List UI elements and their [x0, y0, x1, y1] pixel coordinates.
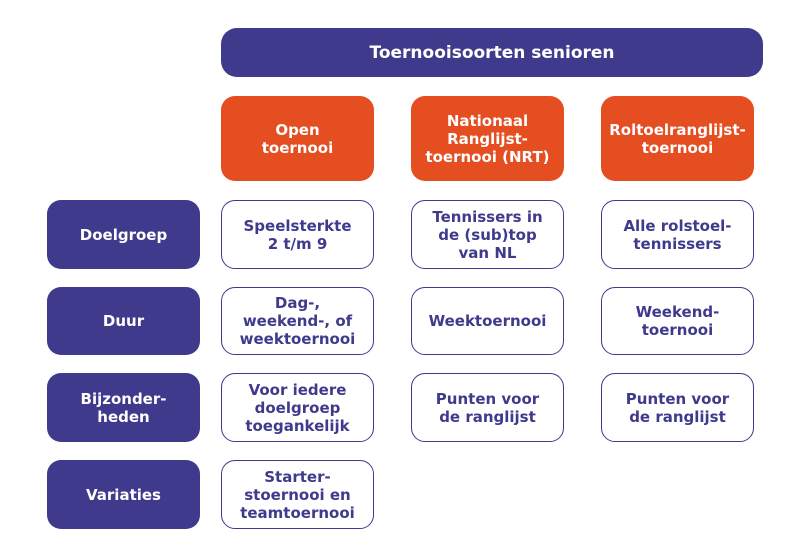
cell: Voor iedere doelgroep toegankelijk: [221, 373, 374, 442]
cell: Alle rolstoel- tennissers: [601, 200, 754, 269]
column-header-open-toernooi: Open toernooi: [221, 96, 374, 181]
cell: Punten voor de ranglijst: [411, 373, 564, 442]
row-label-variaties: Variaties: [47, 460, 200, 529]
cell: Weekend- toernooi: [601, 287, 754, 355]
column-header-nrt: Nationaal Ranglijst- toernooi (NRT): [411, 96, 564, 181]
cell: Dag-, weekend-, of weektoernooi: [221, 287, 374, 355]
cell: Weektoernooi: [411, 287, 564, 355]
cell: Tennissers in de (sub)top van NL: [411, 200, 564, 269]
cell: Punten voor de ranglijst: [601, 373, 754, 442]
cell: Speelsterkte 2 t/m 9: [221, 200, 374, 269]
cell: Starter- stoernooi en teamtoernooi: [221, 460, 374, 529]
diagram-title: Toernooisoorten senioren: [221, 28, 763, 77]
row-label-doelgroep: Doelgroep: [47, 200, 200, 269]
row-label-duur: Duur: [47, 287, 200, 355]
row-label-bijzonderheden: Bijzonder- heden: [47, 373, 200, 442]
column-header-rolstoel: Roltoelranglijst- toernooi: [601, 96, 754, 181]
